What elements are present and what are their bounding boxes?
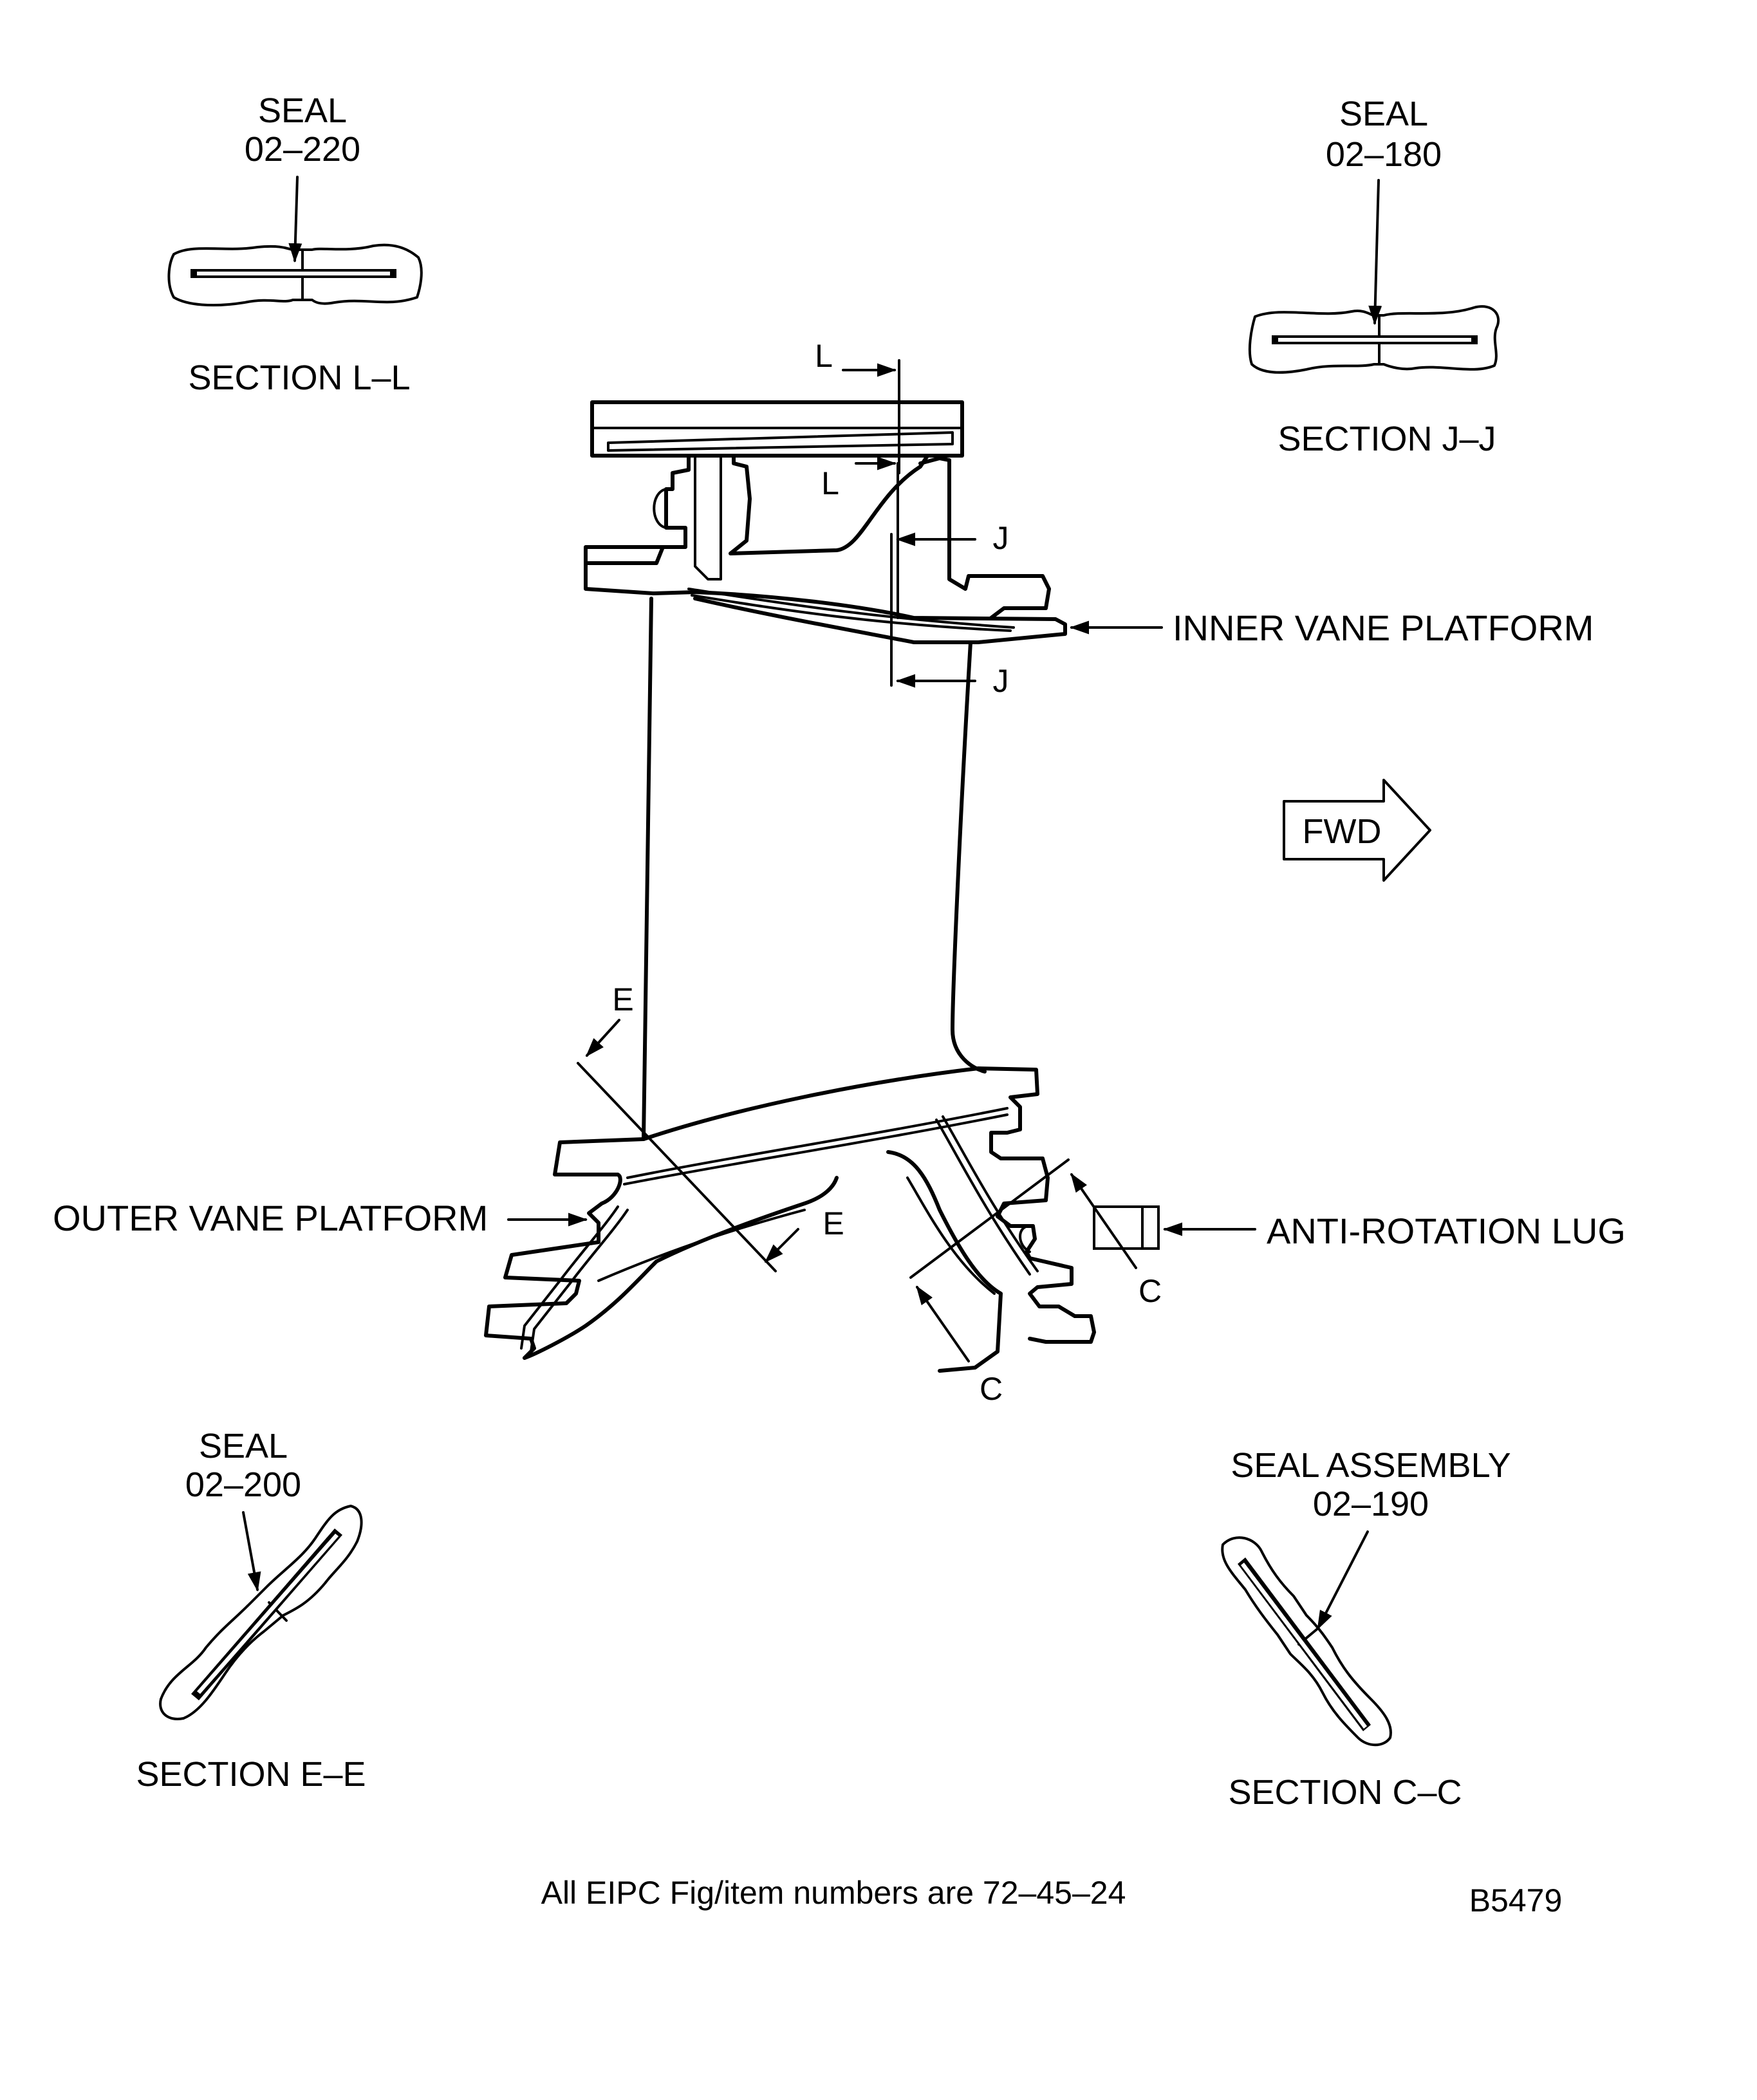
airfoil-leading-edge xyxy=(951,640,987,1073)
callout-inner-vane-platform: INNER VANE PLATFORM xyxy=(1070,608,1594,648)
outer-platform-seal xyxy=(626,1107,1009,1179)
inner-platform-seal xyxy=(687,588,1015,629)
section-e-caption: SECTION E–E xyxy=(136,1755,366,1794)
section-j-seal-outline xyxy=(1248,305,1500,374)
airfoil-trailing-edge xyxy=(642,597,653,1141)
section-j-caption: SECTION J–J xyxy=(1278,420,1496,458)
section-c-leader-arrow xyxy=(1317,1530,1369,1630)
figure-id: B5479 xyxy=(1469,1882,1563,1919)
cut-line-e: E E xyxy=(577,981,844,1272)
outer-left-seal-groove xyxy=(520,1205,619,1350)
inner-platform-seal-2 xyxy=(691,594,1012,632)
cut-j-bottom-label: J xyxy=(993,663,1009,699)
inner-boss xyxy=(653,488,667,529)
eipc-note: All EIPC Fig/item numbers are 72–45–24 xyxy=(541,1875,1126,1911)
cut-j-top-label: J xyxy=(993,520,1009,556)
cut-line-e-top-arrow xyxy=(585,1019,620,1057)
cut-line-c-line xyxy=(909,1158,1070,1279)
section-j-seal-title: SEAL xyxy=(1339,95,1428,133)
anti-rotation-lug-label: ANTI-ROTATION LUG xyxy=(1267,1211,1626,1251)
section-l-seal-outline xyxy=(167,243,423,307)
cut-line-e-bottom-arrow xyxy=(764,1228,799,1263)
forward-label: FWD xyxy=(1303,812,1382,851)
cut-e-bottom-label: E xyxy=(823,1205,844,1241)
outer-rear-seal-2 xyxy=(942,1115,1039,1272)
inner-vane-platform xyxy=(584,561,1067,644)
inner-vane-platform-label: INNER VANE PLATFORM xyxy=(1173,608,1594,648)
outer-front-boss xyxy=(1019,1225,1031,1253)
vane-assembly xyxy=(484,400,1160,1373)
section-l-seal-title: SEAL xyxy=(258,91,347,130)
cut-line-c: C C xyxy=(909,1158,1162,1407)
inner-rail-seal-slot xyxy=(607,431,954,452)
cut-line-c-right-arrow xyxy=(1070,1173,1137,1269)
section-e-seal-slot xyxy=(197,1534,339,1694)
outer-rear-seal xyxy=(935,1119,1031,1276)
cut-e-top-label: E xyxy=(612,981,633,1017)
cut-c-bottom-label: C xyxy=(980,1371,1003,1407)
cut-c-right-label: C xyxy=(1139,1273,1162,1309)
section-e-seal-title: SEAL xyxy=(199,1427,288,1465)
section-e-e: SEAL 02–200 SECTION E–E xyxy=(136,1427,366,1794)
inner-hook-slot xyxy=(694,454,722,581)
cut-l-bottom-label: L xyxy=(821,465,839,501)
forward-arrow-outline xyxy=(1283,779,1431,882)
outer-rear-hook xyxy=(886,1150,1003,1373)
section-c-caption: SECTION C–C xyxy=(1228,1773,1462,1812)
outer-front-hook xyxy=(996,1198,1096,1344)
outer-left-seal-groove-2 xyxy=(530,1209,629,1353)
cut-line-e-line xyxy=(577,1062,777,1272)
cut-line-l: L L xyxy=(815,338,900,501)
section-e-leader-arrow xyxy=(242,1511,261,1592)
outer-rear-hook-line xyxy=(906,1176,996,1295)
section-j-leader-arrow xyxy=(1368,179,1382,325)
section-c-seal-number: 02–190 xyxy=(1313,1485,1429,1523)
section-c-c: SEAL ASSEMBLY 02–190 SECTION C–C xyxy=(1221,1446,1511,1812)
outer-vane-platform xyxy=(642,1066,1050,1202)
inner-rail xyxy=(590,400,964,458)
section-e-seal-outline xyxy=(159,1505,363,1720)
callout-outer-vane-platform: OUTER VANE PLATFORM xyxy=(53,1198,588,1238)
section-j-seal-slot xyxy=(1278,338,1471,342)
section-l-leader-arrow xyxy=(288,176,302,263)
outer-left-flange xyxy=(484,1137,646,1360)
section-l-caption: SECTION L–L xyxy=(188,358,410,397)
outer-body-inner-line xyxy=(597,1209,806,1282)
outer-vane-platform-label: OUTER VANE PLATFORM xyxy=(53,1198,488,1238)
inner-hook-left xyxy=(584,454,691,565)
section-e-seal-number: 02–200 xyxy=(185,1465,301,1504)
inner-hook-right xyxy=(729,454,929,555)
section-c-seal-slot xyxy=(1241,1563,1367,1729)
section-l-seal-number: 02–220 xyxy=(245,130,360,169)
forward-arrow: FWD xyxy=(1283,779,1431,882)
section-l-l: SEAL 02–220 SECTION L–L xyxy=(167,91,423,397)
section-j-seal-number: 02–180 xyxy=(1326,135,1442,174)
callout-anti-rotation-lug: ANTI-ROTATION LUG xyxy=(1163,1211,1626,1251)
outer-body xyxy=(523,1176,839,1360)
inner-rear-flange xyxy=(918,456,1051,620)
section-c-seal-title: SEAL ASSEMBLY xyxy=(1231,1446,1511,1485)
cut-line-c-bottom-arrow xyxy=(916,1285,970,1362)
outer-platform-seal-2 xyxy=(623,1113,1009,1185)
anti-rotation-lug xyxy=(1093,1205,1160,1250)
section-l-seal-slot xyxy=(197,272,390,275)
section-c-seal-outline xyxy=(1221,1536,1392,1747)
cut-line-j: J J xyxy=(890,520,1009,699)
cut-l-top-label: L xyxy=(815,338,833,374)
section-j-j: SEAL 02–180 SECTION J–J xyxy=(1248,95,1500,458)
